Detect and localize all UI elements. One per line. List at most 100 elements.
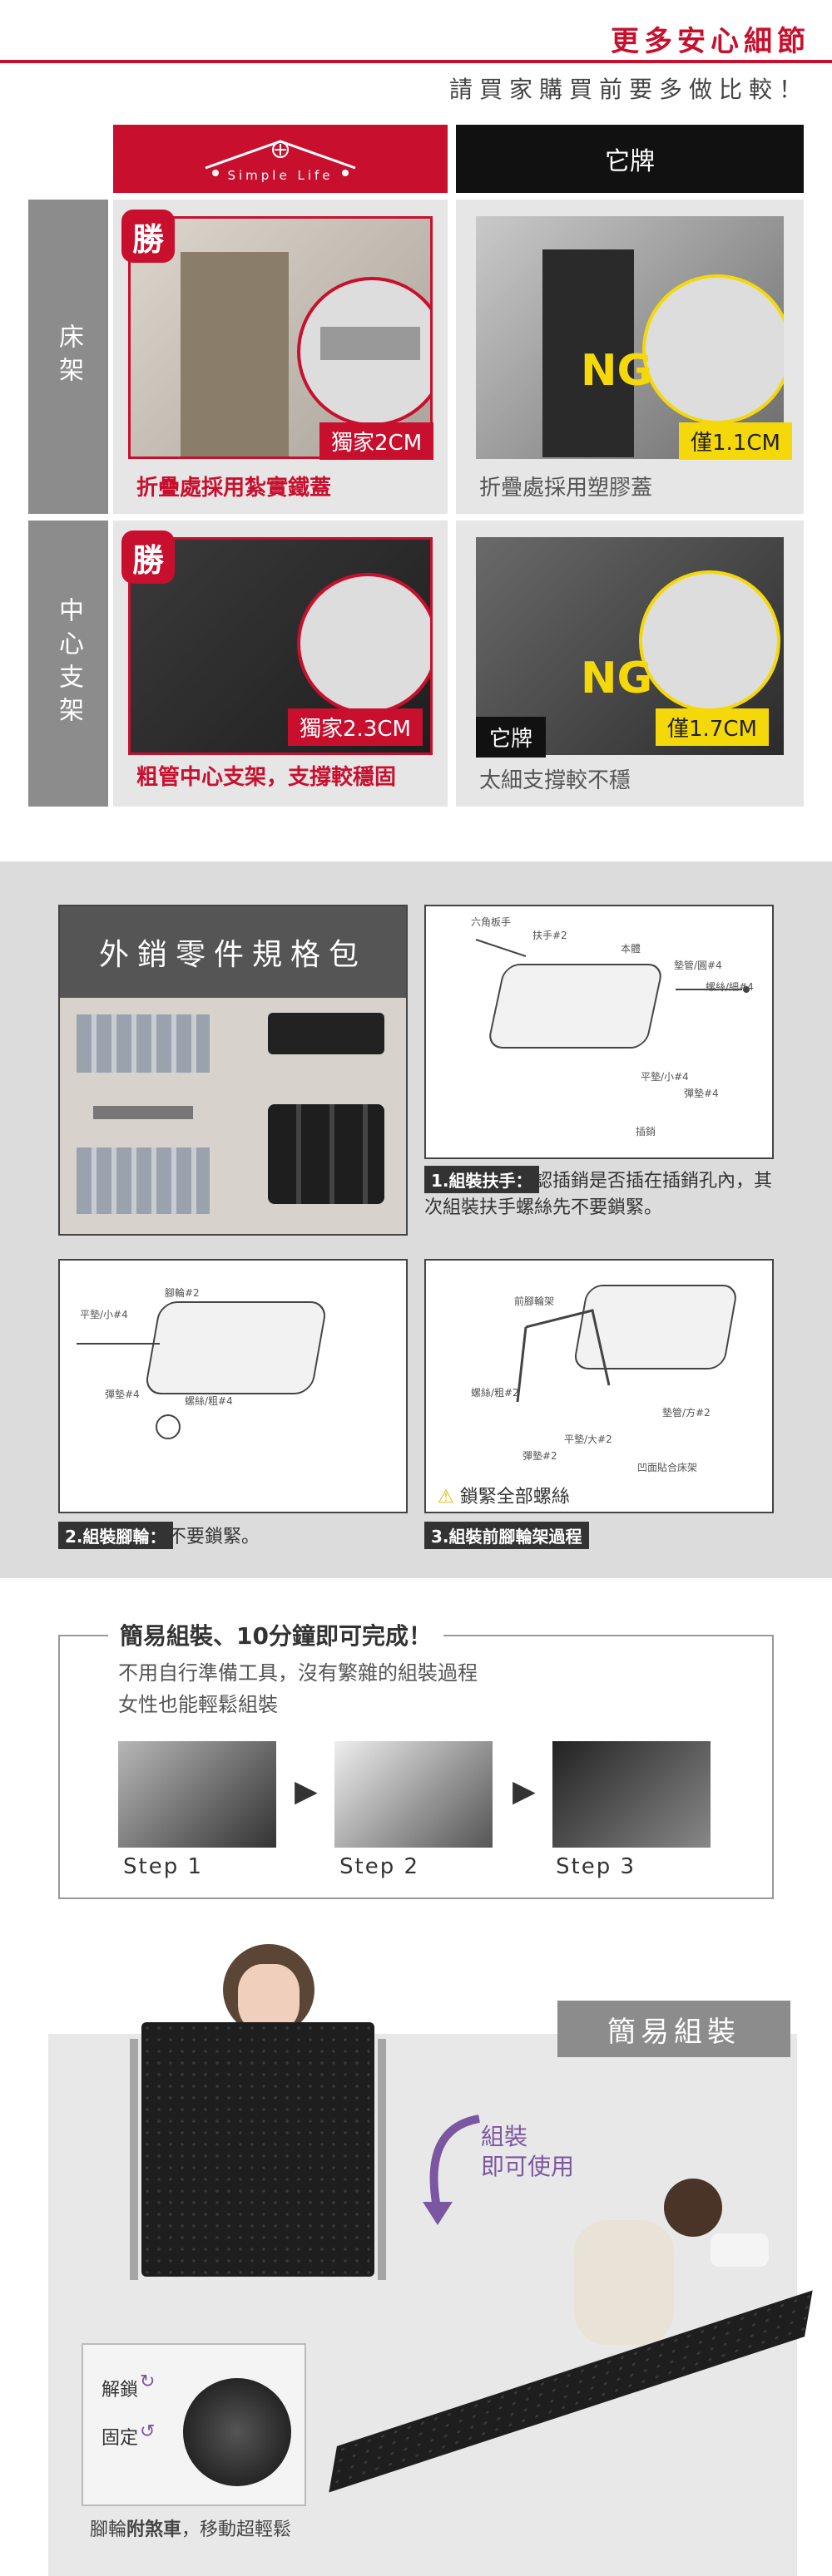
folded-bed: [141, 2022, 374, 2277]
easy-line1: 不用自行準備工具，沒有繁雜的組裝過程: [118, 1661, 478, 1685]
step3-label: 3.組裝前腳輪架過程: [424, 1522, 589, 1549]
easy-banner: 簡易組裝: [557, 2001, 790, 2057]
step3-photo: [552, 1741, 711, 1848]
caster-diagram: [77, 1301, 325, 1439]
diag-label: 本體: [621, 943, 641, 955]
measure-tag: 僅1.1CM: [679, 422, 792, 460]
theirs-caption: 太細支撐較不穩: [479, 768, 631, 793]
step-caption: Step 3: [556, 1854, 636, 1879]
step1-photo: [118, 1741, 276, 1848]
front-caster-diagram: [516, 1285, 736, 1403]
diag-label: 螺絲/粗#4: [185, 1395, 233, 1407]
zoom-circle: [639, 570, 780, 712]
diag-label: 彈墊#4: [684, 1088, 719, 1099]
caster-wheel-icon: [183, 2378, 291, 2486]
woman-face: [238, 1964, 300, 2032]
brand-name: Simple Life: [227, 168, 334, 183]
theirs-frame-cell: NG 僅1.1CM 折疊處採用塑膠蓋: [456, 200, 804, 514]
title-underline: [0, 60, 832, 63]
armrest-diagram: [475, 939, 750, 1049]
woman-head-lying: [664, 2179, 722, 2237]
ours-caption: 粗管中心支架，支撐較穩固: [136, 765, 397, 790]
theirs-frame-photo: [476, 216, 784, 459]
step-caption: Step 2: [339, 1854, 420, 1879]
diag-label: 平墊/小#4: [80, 1309, 128, 1320]
diag-label: 六角板手: [471, 916, 512, 928]
hex-key: [93, 1106, 193, 1119]
easy-assembly-title: 簡易組裝、10分鐘即可完成！: [108, 1618, 443, 1651]
assembly-diagram-armrest: 六角板手 扶手#2 本體 墊管/圓#4 螺絲/細#4 平墊/小#4 彈墊#4 插…: [424, 905, 774, 1159]
brand-column-header: Simple Life: [113, 125, 448, 193]
warning-icon: ⚠: [438, 1487, 454, 1508]
frame-bar: [378, 2039, 386, 2280]
plastic-hinge: [542, 249, 634, 457]
ours-caption: 折疊處採用紮實鐵蓋: [136, 476, 332, 501]
woman-lying: [574, 2220, 674, 2345]
caster-caption: 腳輪附煞車，移動超輕鬆: [90, 2519, 292, 2540]
row-label-frame: 床架: [28, 200, 108, 514]
ng-mark: NG: [581, 346, 653, 396]
diag-label: 彈墊#2: [522, 1450, 557, 1462]
measure-tag: 獨家2.3CM: [288, 708, 423, 746]
step1-label: 1.組裝扶手：: [424, 1166, 539, 1193]
diag-label: 螺絲/粗#2: [471, 1387, 519, 1399]
ours-support-cell: 勝 獨家2.3CM 粗管中心支架，支撐較穩固: [113, 521, 448, 807]
diag-label: 前腳輪架: [514, 1295, 555, 1307]
assembly-diagram-front-caster: 前腳輪架 螺絲/粗#2 墊管/方#2 平墊/大#2 彈墊#2 凹面貼合床架 ⚠ …: [424, 1259, 774, 1513]
section-subtitle: 請買家購買前要多做比較！: [448, 76, 809, 103]
diag-label: 扶手#2: [532, 930, 567, 941]
lock-label: 固定: [102, 2428, 139, 2449]
ours-frame-cell: 勝 獨家2CM 折疊處採用紮實鐵蓋: [113, 200, 448, 514]
pillow: [711, 2233, 769, 2267]
diag-label: 螺絲/細#4: [706, 981, 754, 993]
section-title: 更多安心細節: [611, 25, 810, 58]
arrow-text: 即可使用: [481, 2153, 575, 2180]
arrow-right-icon: ▶: [513, 1774, 536, 1809]
diag-label: 腳輪#2: [165, 1287, 200, 1299]
zoom-circle: [642, 274, 784, 424]
caster-callout: 解鎖 ↻ 固定 ↺: [82, 2343, 306, 2506]
theirs-caption: 折疊處採用塑膠蓋: [479, 476, 653, 501]
arrow-right-icon: ▶: [295, 1774, 318, 1809]
step1-description: 1.組裝扶手：組裝前請先確認插銷是否插在插銷孔內，其次組裝扶手螺絲先不要鎖緊。: [424, 1166, 774, 1219]
house-logo-icon: [205, 140, 356, 176]
arrow-text: 組裝: [481, 2123, 528, 2150]
step-caption: Step 1: [123, 1854, 204, 1879]
easy-line2: 女性也能輕鬆組裝: [118, 1693, 278, 1716]
zoom-circle: [297, 573, 430, 714]
bolts-group: [77, 1147, 210, 1214]
ours-frame-photo: [128, 216, 433, 459]
step2-description: 2.組裝腳輪：組裝時螺絲先不要鎖緊。: [58, 1522, 424, 1549]
spacer-square: [268, 1013, 384, 1054]
other-brand-column-header: 它牌: [456, 125, 804, 193]
diag-label: 墊管/方#2: [662, 1407, 711, 1419]
rotate-up-icon: ↻: [140, 2371, 156, 2392]
diag-label: 墊管/圓#4: [674, 960, 722, 971]
curved-arrow-icon: [423, 2115, 480, 2225]
spacer-round: [268, 1104, 384, 1204]
frame-hinge: [181, 252, 289, 456]
diag-label: 平墊/大#2: [564, 1434, 612, 1445]
diag-label: 平墊/小#4: [641, 1071, 689, 1083]
measure-tag: 獨家2CM: [319, 422, 434, 460]
parts-kit-title: 外銷零件規格包: [60, 906, 406, 998]
step2-label: 2.組裝腳輪：: [58, 1522, 173, 1549]
row-label-center-support: 中心支架: [28, 521, 108, 807]
diag-label: 插銷: [636, 1126, 656, 1137]
diag-label: 凹面貼合床架: [637, 1462, 698, 1473]
ng-mark: NG: [581, 654, 653, 703]
step2-photo: [334, 1741, 493, 1848]
other-brand-tag: 它牌: [476, 717, 547, 758]
win-badge: 勝: [121, 210, 175, 263]
parts-kit-photo: 外銷零件規格包: [58, 905, 408, 1236]
assembly-diagram-caster: 腳輪#2 平墊/小#4 彈墊#4 螺絲/粗#4: [58, 1259, 408, 1513]
caliper-shape: [320, 327, 420, 360]
theirs-support-cell: NG 僅1.7CM 它牌 太細支撐較不穩: [456, 521, 804, 807]
win-badge: 勝: [121, 530, 175, 584]
measure-tag: 僅1.7CM: [656, 708, 769, 746]
bolts-group: [77, 1014, 210, 1073]
warning-note: ⚠ 鎖緊全部螺絲: [438, 1487, 570, 1508]
unlock-label: 解鎖: [102, 2380, 139, 2401]
diag-label: 彈墊#4: [105, 1389, 140, 1400]
rotate-down-icon: ↺: [140, 2421, 156, 2442]
